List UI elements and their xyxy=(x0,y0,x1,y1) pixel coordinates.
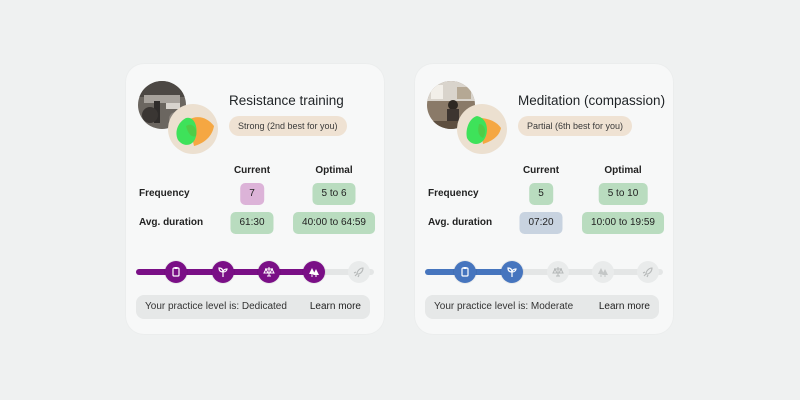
tree-icon[interactable] xyxy=(592,261,614,283)
current-column-header: Current xyxy=(233,165,271,176)
scale-icon[interactable] xyxy=(547,261,569,283)
duration-optimal-value: 40:00 to 64:59 xyxy=(293,212,375,234)
practice-level-text: Your practice level is: Dedicated xyxy=(145,301,287,312)
frequency-optimal-value: 5 to 10 xyxy=(598,183,648,205)
current-column-header: Current xyxy=(522,165,560,176)
clipboard-icon[interactable] xyxy=(454,261,476,283)
optimal-column-header: Optimal xyxy=(604,165,642,176)
activity-title: Meditation (compassion) xyxy=(518,93,666,108)
activity-card-meditation-compassion: Meditation (compassion) Partial (6th bes… xyxy=(415,64,673,334)
activity-thumbnail xyxy=(138,81,186,129)
score-blob xyxy=(168,104,218,154)
practice-level-text: Your practice level is: Moderate xyxy=(434,301,574,312)
frequency-label: Frequency xyxy=(428,188,479,199)
practice-level-track xyxy=(425,261,663,283)
optimal-column-header: Optimal xyxy=(315,165,353,176)
sprout-icon[interactable] xyxy=(501,261,523,283)
frequency-label: Frequency xyxy=(139,188,190,199)
learn-more-link[interactable]: Learn more xyxy=(309,301,361,312)
avg-duration-label: Avg. duration xyxy=(139,217,204,228)
rocket-icon[interactable] xyxy=(348,261,370,283)
duration-current-value: 07:20 xyxy=(519,212,563,234)
tree-icon[interactable] xyxy=(303,261,325,283)
frequency-current-value: 7 xyxy=(240,183,264,205)
rank-badge: Strong (2nd best for you) xyxy=(229,116,347,136)
practice-level-bar: Your practice level is: Moderate Learn m… xyxy=(425,295,659,319)
activity-title: Resistance training xyxy=(229,93,344,108)
scale-icon[interactable] xyxy=(258,261,280,283)
frequency-optimal-value: 5 to 6 xyxy=(312,183,356,205)
rocket-icon[interactable] xyxy=(637,261,659,283)
duration-current-value: 61:30 xyxy=(230,212,274,234)
avg-duration-label: Avg. duration xyxy=(428,217,493,228)
score-blob xyxy=(457,104,507,154)
sprout-icon[interactable] xyxy=(212,261,234,283)
learn-more-link[interactable]: Learn more xyxy=(598,301,650,312)
activity-card-resistance-training: Resistance training Strong (2nd best for… xyxy=(126,64,384,334)
practice-level-track xyxy=(136,261,374,283)
rank-badge: Partial (6th best for you) xyxy=(518,116,633,136)
activity-thumbnail xyxy=(427,81,475,129)
frequency-current-value: 5 xyxy=(529,183,553,205)
clipboard-icon[interactable] xyxy=(165,261,187,283)
duration-optimal-value: 10:00 to 19:59 xyxy=(582,212,664,234)
practice-level-bar: Your practice level is: Dedicated Learn … xyxy=(136,295,370,319)
